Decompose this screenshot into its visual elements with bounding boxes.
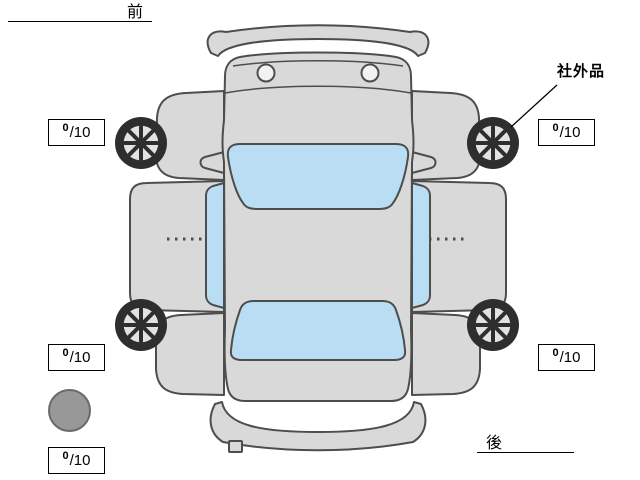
tread-score-front-right: 0/10 <box>538 119 595 146</box>
rear-label-underline <box>477 452 574 453</box>
front-bumper <box>206 24 430 57</box>
hood-detail-circle-left <box>256 63 276 83</box>
hood-front-edge-line <box>232 60 404 67</box>
front-label-underline <box>8 21 152 22</box>
score-value: 0 <box>62 346 69 359</box>
cowl-line <box>224 85 412 94</box>
tread-score-rear-left: 0/10 <box>48 344 105 371</box>
wheel-front-left <box>113 115 169 171</box>
exhaust-tip <box>228 440 243 453</box>
hood-detail-circle-right <box>360 63 380 83</box>
aftermarket-pointer-line <box>510 84 558 128</box>
score-value: 0 <box>62 449 69 462</box>
tread-score-bottom: 0/10 <box>48 447 105 474</box>
front-label: 前 <box>127 4 144 21</box>
score-value: 0 <box>552 346 559 359</box>
spare-tire-icon <box>48 389 91 432</box>
rear-label: 後 <box>486 435 503 452</box>
door-window-right <box>411 182 431 309</box>
door-window-left <box>205 182 225 309</box>
rear-bumper <box>209 401 427 452</box>
wheel-rear-right <box>465 297 521 353</box>
tread-score-front-left: 0/10 <box>48 119 105 146</box>
score-max: /10 <box>69 124 91 141</box>
tread-score-rear-right: 0/10 <box>538 344 595 371</box>
wheel-front-right <box>465 115 521 171</box>
windshield <box>226 143 410 210</box>
score-max: /10 <box>69 349 91 366</box>
score-value: 0 <box>552 121 559 134</box>
score-max: /10 <box>559 349 581 366</box>
score-value: 0 <box>62 121 69 134</box>
score-max: /10 <box>69 452 91 469</box>
score-max: /10 <box>559 124 581 141</box>
aftermarket-label: 社外品 <box>557 63 606 80</box>
wheel-rear-left <box>113 297 169 353</box>
rear-glass <box>229 300 407 361</box>
